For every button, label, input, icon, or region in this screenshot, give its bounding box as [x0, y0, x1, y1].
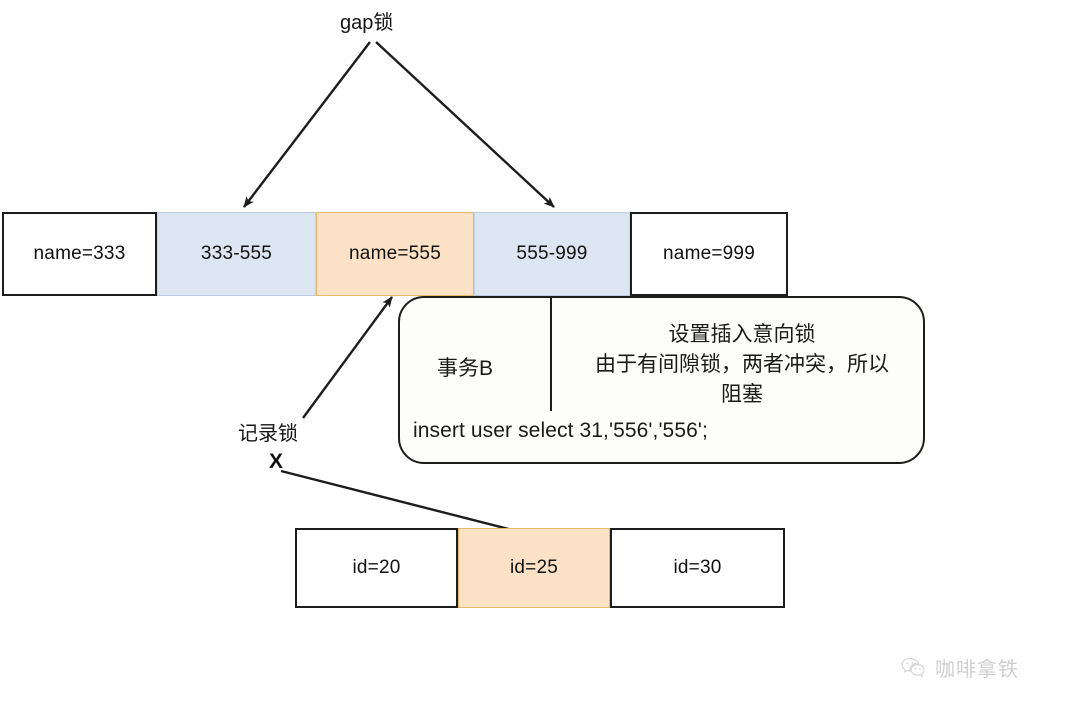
index-cell-gap-333-555: 333-555	[157, 212, 316, 296]
callout-note-line-3: 阻塞	[721, 382, 763, 406]
index-cell-label: name=333	[33, 243, 126, 264]
index-cell-label: 333-555	[200, 243, 273, 264]
arrow-x-to-id25	[280, 469, 533, 537]
index-cell-label: name=999	[663, 243, 755, 264]
index-cell-name-555: name=555	[316, 212, 474, 296]
index-cell-label: 555-999	[516, 243, 588, 264]
wechat-icon	[901, 657, 925, 677]
callout-note-line-2: 由于有间隙锁，两者冲突，所以	[595, 352, 889, 376]
watermark: 咖啡拿铁	[900, 653, 1019, 682]
index-cell-label: name=555	[349, 243, 441, 264]
callout-note: 设置插入意向锁 由于有间隙锁，两者冲突，所以 阻塞	[566, 320, 918, 409]
id-cell-label: id=30	[673, 557, 722, 578]
callout-transaction-label: 事务B	[437, 357, 494, 380]
watermark-text: 咖啡拿铁	[935, 659, 1019, 681]
index-cell-name-333: name=333	[2, 212, 157, 296]
id-cell-label: id=25	[509, 557, 559, 578]
id-cell-20: id=20	[295, 528, 458, 608]
id-cell-25: id=25	[458, 528, 610, 608]
transaction-b-callout	[398, 296, 925, 464]
callout-sql-statement: insert user select 31,'556','556';	[413, 419, 708, 442]
gap-lock-label: gap锁	[340, 12, 394, 34]
id-cell-30: id=30	[610, 528, 785, 608]
index-cell-gap-555-999: 555-999	[474, 212, 630, 296]
callout-divider	[550, 297, 552, 411]
arrow-gaplock-to-right-gap	[375, 41, 555, 208]
record-lock-label: 记录锁	[238, 423, 298, 445]
index-cell-name-999: name=999	[630, 212, 788, 296]
arrow-gaplock-to-left-gap	[243, 41, 371, 208]
x-marker: X	[269, 450, 284, 473]
id-cell-label: id=20	[352, 557, 401, 578]
arrow-recordlock-to-name555	[302, 296, 393, 419]
callout-note-line-1: 设置插入意向锁	[668, 323, 816, 346]
